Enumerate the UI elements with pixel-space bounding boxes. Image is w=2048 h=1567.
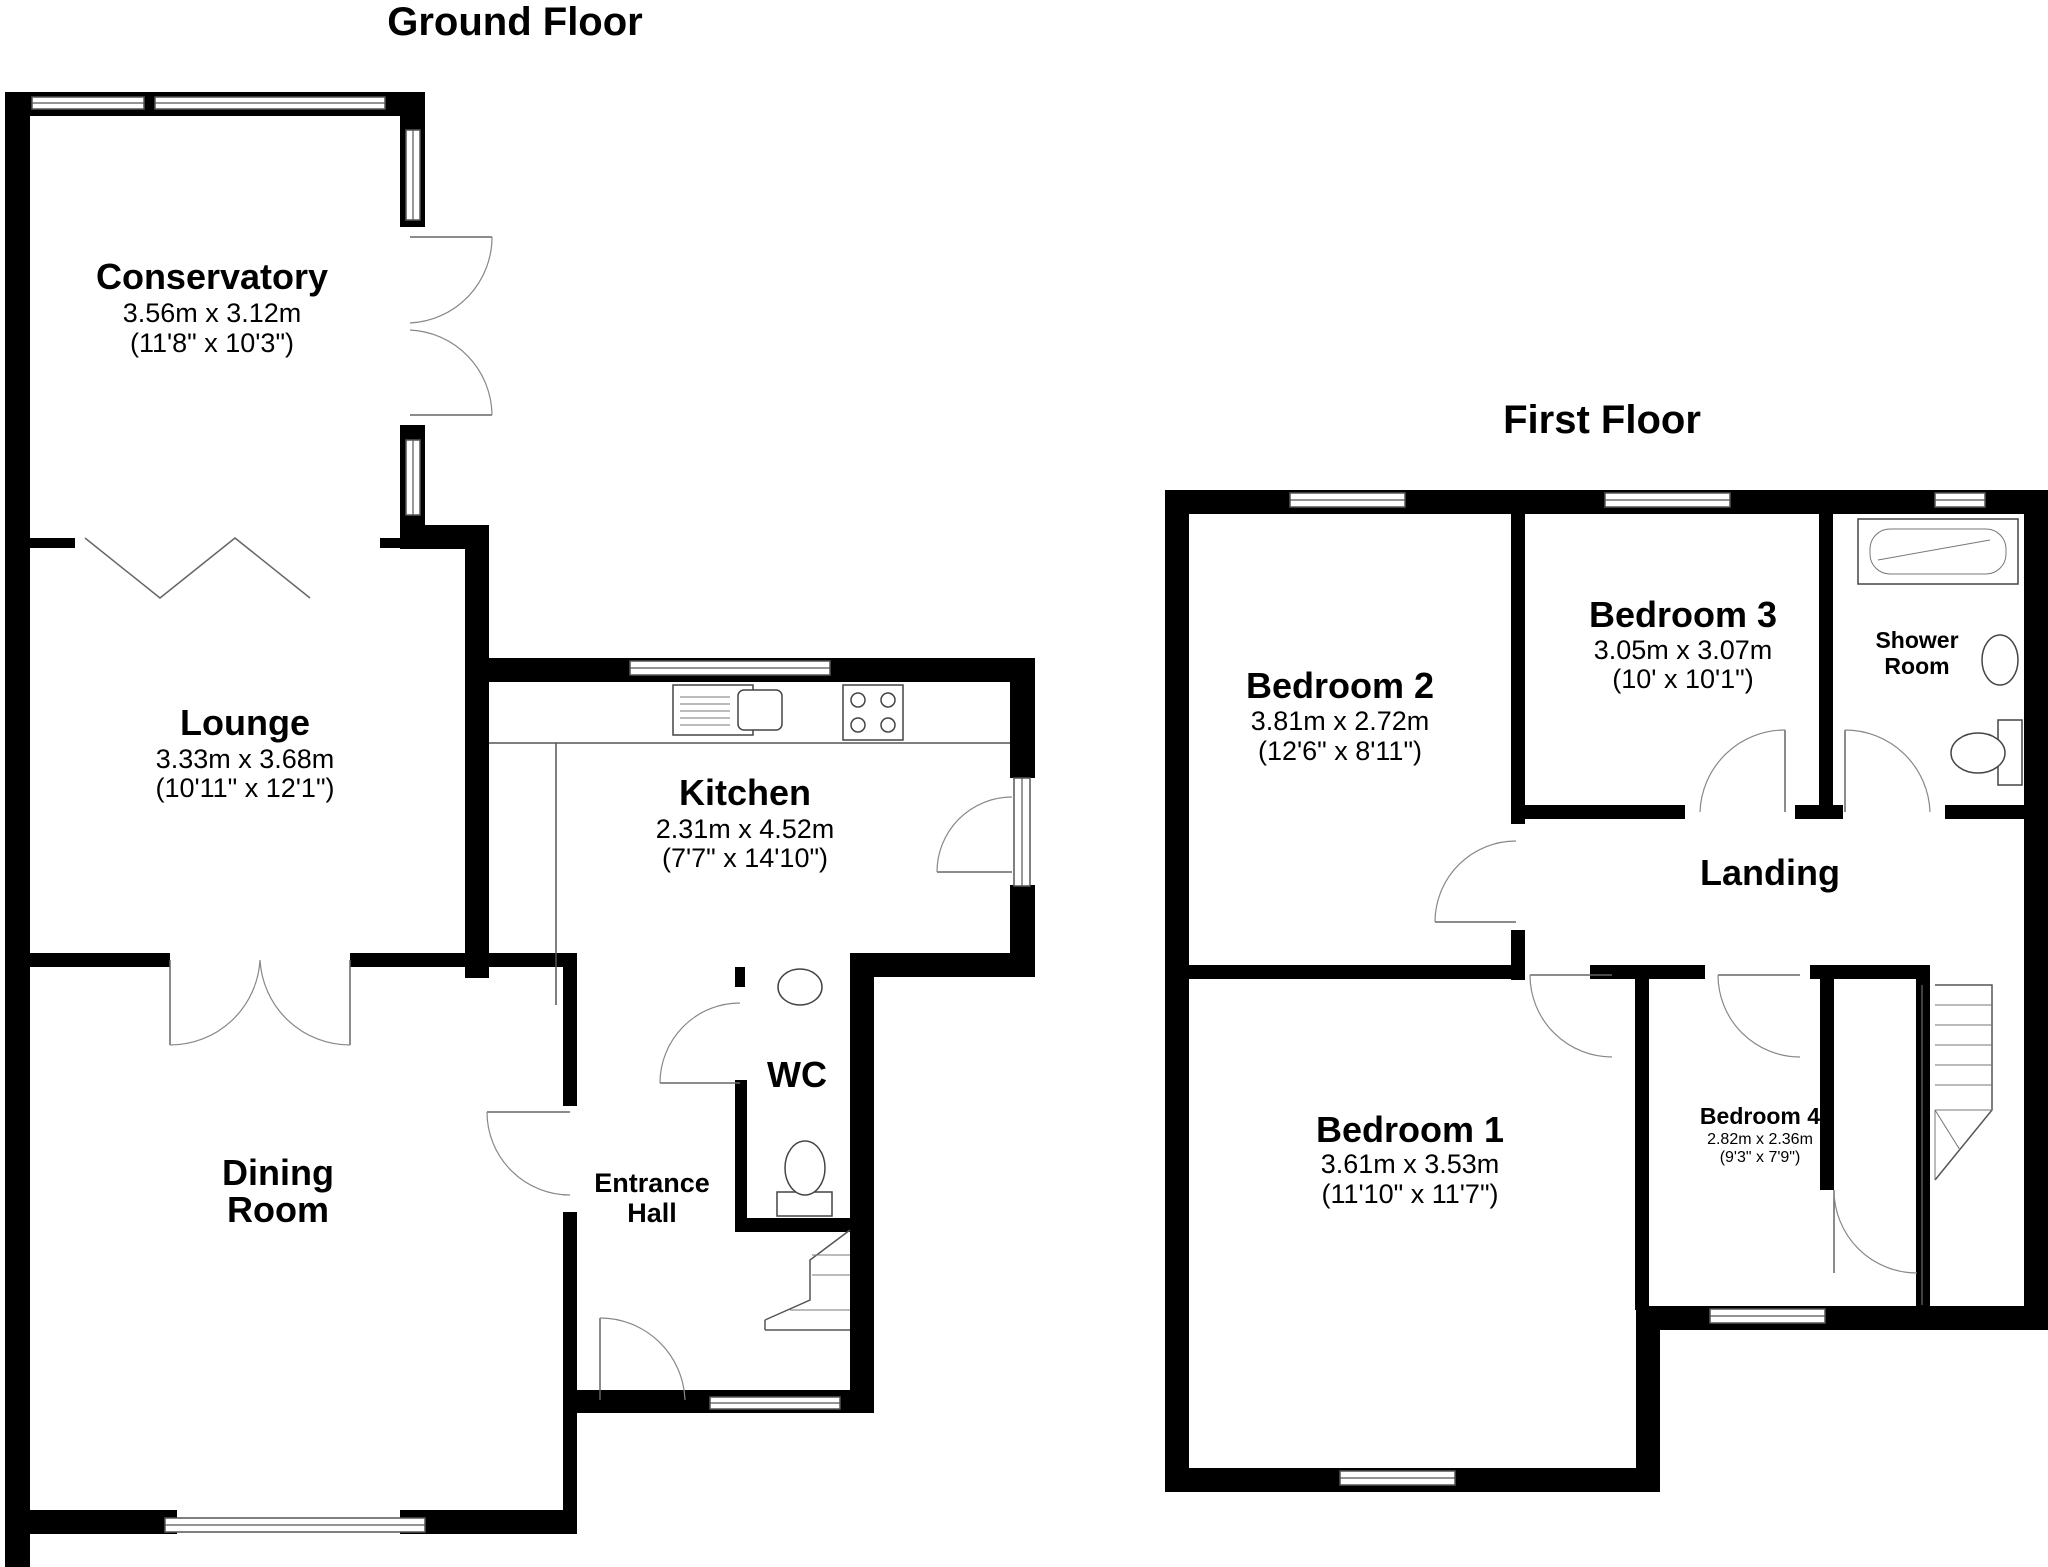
first-floor-doors xyxy=(1434,729,1931,1274)
dining-name-line2: Room xyxy=(227,1189,329,1230)
ground-floor-title: Ground Floor xyxy=(387,0,643,44)
room-bedroom-4: Bedroom 4 2.82m x 2.36m (9'3" x 7'9") xyxy=(1700,1103,1820,1166)
room-entrance-hall: Entrance Hall xyxy=(594,1168,710,1228)
shower-basin-icon xyxy=(1981,634,2019,686)
wc-fixtures xyxy=(776,968,833,1217)
bedroom2-imperial: (12'6" x 8'11") xyxy=(1258,736,1422,766)
room-shower: Shower Room xyxy=(1875,627,1958,679)
drainer-icon xyxy=(680,696,730,726)
conservatory-metric: 3.56m x 3.12m xyxy=(123,298,302,328)
wc-name: WC xyxy=(767,1054,827,1095)
first-floor-walls xyxy=(1165,490,2048,1492)
shower-toilet-bowl-icon xyxy=(1950,732,2006,774)
room-bedroom-3: Bedroom 3 3.05m x 3.07m (10' x 10'1") xyxy=(1589,594,1777,694)
lounge-metric: 3.33m x 3.68m xyxy=(156,744,335,774)
bedroom2-metric: 3.81m x 2.72m xyxy=(1251,706,1430,736)
landing-name: Landing xyxy=(1700,852,1840,893)
lounge-imperial: (10'11" x 12'1") xyxy=(155,773,334,803)
kitchen-sink-icon xyxy=(737,689,783,731)
bedroom3-name: Bedroom 3 xyxy=(1589,594,1777,635)
ground-floor-stairs xyxy=(764,1229,851,1331)
room-dining: Dining Room xyxy=(222,1152,334,1230)
bedroom4-name: Bedroom 4 xyxy=(1700,1103,1820,1129)
bedroom1-name: Bedroom 1 xyxy=(1316,1109,1504,1150)
ground-floor-plan: Ground Floor Conservatory 3.56m x 3.12m … xyxy=(5,0,1035,1567)
toilet-bowl-icon xyxy=(784,1140,826,1196)
bedroom4-imperial: (9'3" x 7'9") xyxy=(1720,1149,1801,1166)
room-bedroom-2: Bedroom 2 3.81m x 2.72m (12'6" x 8'11") xyxy=(1246,665,1434,766)
kitchen-imperial: (7'7" x 14'10") xyxy=(662,843,828,873)
lounge-name: Lounge xyxy=(180,702,310,743)
kitchen-fixtures xyxy=(489,684,1010,1005)
first-floor-windows xyxy=(1289,492,1986,1486)
bedroom1-imperial: (11'10" x 11'7") xyxy=(1321,1179,1498,1209)
conservatory-name: Conservatory xyxy=(96,256,328,297)
bedroom3-imperial: (10' x 10'1") xyxy=(1612,664,1753,694)
shower-toilet-cistern-icon xyxy=(1997,719,2023,786)
ground-floor-doors xyxy=(84,236,1013,1401)
ground-floor-walls xyxy=(5,92,1035,1567)
ground-floor-windows xyxy=(31,96,1031,1533)
bedroom2-name: Bedroom 2 xyxy=(1246,665,1434,706)
room-bedroom-1: Bedroom 1 3.61m x 3.53m (11'10" x 11'7") xyxy=(1316,1109,1504,1209)
wc-basin-icon xyxy=(777,968,823,1006)
entrance-name-line2: Hall xyxy=(627,1198,677,1228)
kitchen-name: Kitchen xyxy=(679,772,811,813)
bedroom1-metric: 3.61m x 3.53m xyxy=(1321,1149,1500,1179)
conservatory-imperial: (11'8" x 10'3") xyxy=(130,328,294,358)
kitchen-metric: 2.31m x 4.52m xyxy=(656,814,835,844)
room-conservatory: Conservatory 3.56m x 3.12m (11'8" x 10'3… xyxy=(96,256,328,358)
room-kitchen: Kitchen 2.31m x 4.52m (7'7" x 14'10") xyxy=(656,772,835,873)
first-floor-stairs xyxy=(1921,984,1993,1305)
hob-icon xyxy=(842,684,904,741)
shower-name-line2: Room xyxy=(1884,653,1949,679)
bedroom4-metric: 2.82m x 2.36m xyxy=(1707,1131,1813,1148)
shower-name-line1: Shower xyxy=(1875,627,1958,653)
room-wc: WC xyxy=(767,1054,827,1095)
room-landing: Landing xyxy=(1700,852,1840,893)
bedroom3-metric: 3.05m x 3.07m xyxy=(1594,635,1773,665)
entrance-name-line1: Entrance xyxy=(594,1168,710,1198)
dining-name-line1: Dining xyxy=(222,1152,334,1193)
shower-room-fixtures xyxy=(1857,518,2023,786)
first-floor-title: First Floor xyxy=(1503,398,1701,442)
first-floor-plan: First Floor Bedroom 2 3.81m x 2.72m (12'… xyxy=(1165,398,2048,1492)
room-lounge: Lounge 3.33m x 3.68m (10'11" x 12'1") xyxy=(155,702,334,803)
